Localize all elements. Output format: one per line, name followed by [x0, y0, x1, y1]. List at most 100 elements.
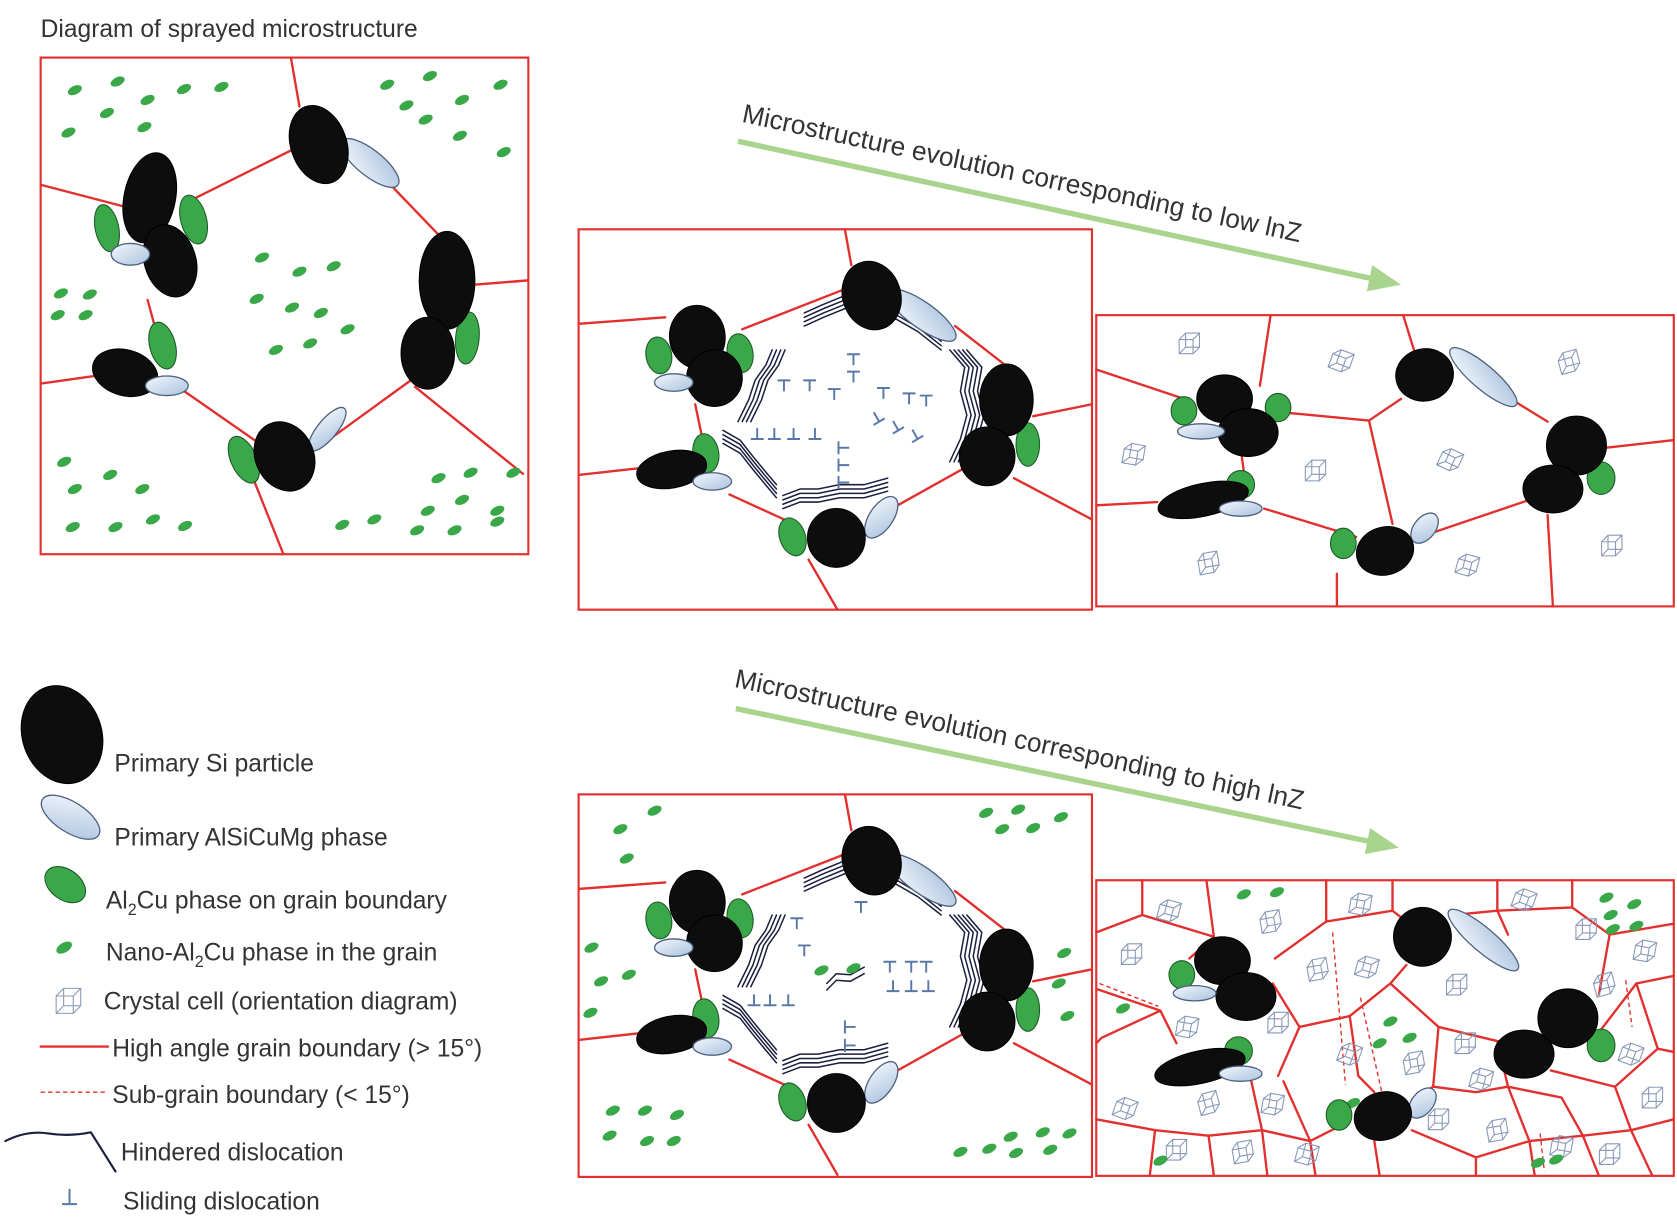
sliding-dislocation [837, 458, 850, 472]
al2cu-boundary-phase [1264, 392, 1292, 423]
crystal-cell-icon [1486, 1117, 1509, 1143]
alsicumg-phase [144, 375, 189, 397]
hindered-dislocation-line [782, 1055, 889, 1075]
nano-al2cu-phase [1603, 909, 1618, 921]
nano-al2cu-phase [410, 525, 425, 536]
nano-al2cu-phase [292, 266, 307, 277]
grain-boundary [39, 374, 96, 385]
si-particle [841, 825, 902, 896]
alsicumg-phase [110, 242, 151, 266]
alsicumg-phase [1449, 347, 1518, 408]
crystal-cell-icon [1510, 888, 1538, 912]
nano-al2cu-phase [1062, 1128, 1077, 1139]
sliding-dislocation [763, 994, 777, 1007]
arrow-low-head [1366, 265, 1402, 292]
nano-al2cu-phase [284, 302, 299, 313]
sliding-dislocation [904, 960, 918, 973]
grain-boundary [1402, 313, 1416, 352]
nano-al2cu-phase [1060, 1011, 1075, 1022]
legend-nano-al2cu-label: Nano-Al2Cu phase in the grain [106, 939, 437, 971]
nano-al2cu-phase [340, 324, 355, 335]
hindered-dislocation-line [722, 442, 778, 499]
si-particle [686, 349, 743, 407]
crystal-cell-icon [1259, 908, 1282, 935]
grain-boundary [1207, 1134, 1216, 1178]
nano-al2cu-phase [1153, 1155, 1168, 1166]
nano-al2cu-phase [303, 338, 318, 349]
hindered-dislocation-line [782, 1051, 889, 1071]
crystal-cell-icon [1197, 1089, 1220, 1117]
nano-al2cu-phase [1269, 887, 1285, 898]
alsicumg-phase [1176, 423, 1226, 440]
crystal-cell-icon [1174, 1015, 1200, 1039]
nano-al2cu-phase [982, 1143, 997, 1154]
sliding-dislocation [797, 944, 811, 957]
nano-al2cu-phase [995, 824, 1010, 835]
diagram-title: Diagram of sprayed microstructure [41, 16, 418, 43]
nano-al2cu-phase [431, 473, 446, 484]
nano-al2cu-phase [78, 310, 93, 321]
sliding-dislocation [921, 980, 935, 993]
sliding-dislocation [843, 1038, 856, 1052]
grain-boundary [1260, 1128, 1269, 1178]
alsicumg-phase [864, 1060, 899, 1104]
nano-al2cu-phase [1009, 1147, 1024, 1159]
si-particle [636, 1014, 708, 1055]
crystal-cell-icon [1231, 1139, 1255, 1165]
si-particle [418, 230, 476, 330]
grain-boundary [289, 56, 301, 108]
sliding-dislocation [843, 1020, 856, 1034]
nano-al2cu-phase [637, 1105, 652, 1116]
nano-al2cu-phase [1599, 892, 1614, 903]
si-particle [1353, 1091, 1412, 1141]
crystal-cell-icon [1353, 955, 1380, 979]
legend-hindered-dislocation-label: Hindered dislocation [121, 1139, 344, 1166]
crystal-cell-icon [1348, 892, 1373, 916]
hindered-dislocation-line [722, 999, 778, 1055]
al2cu-boundary-phase [1329, 527, 1357, 560]
grain-boundary [1095, 500, 1159, 507]
grain-boundary [1511, 398, 1549, 423]
hindered-dislocation-line [722, 438, 778, 495]
legend-si-particle-label: Primary Si particle [114, 750, 313, 777]
sliding-dislocation [781, 994, 795, 1007]
sliding-dislocation [872, 411, 886, 426]
hindered-dislocation-line [750, 914, 786, 988]
nano-al2cu-phase [178, 520, 193, 532]
crystal-cell-icon [1427, 1108, 1450, 1131]
panel-sprayed [39, 56, 530, 556]
crystal-cell-icon [1304, 459, 1327, 482]
si-particle [636, 449, 708, 490]
sub-grain-boundary [1331, 932, 1347, 1085]
sliding-dislocation [847, 353, 860, 366]
si-particle [1395, 348, 1454, 402]
grain-boundary [188, 147, 296, 203]
legend-hindered-dislocation-icon [4, 1131, 117, 1173]
si-particle [1215, 972, 1277, 1021]
al2cu-boundary-phase [645, 901, 673, 940]
grain-boundary [1373, 1139, 1381, 1178]
grain-boundary [1273, 909, 1408, 960]
sliding-dislocation [892, 420, 905, 435]
crystal-cell-icon [1402, 1050, 1426, 1076]
crystal-cell-icon [1260, 1092, 1286, 1116]
legend-crystal-cell-icon [55, 987, 82, 1014]
si-particle [979, 363, 1034, 437]
alsicumg-phase [1172, 985, 1217, 1002]
grain-boundary [178, 386, 256, 442]
si-particle [288, 104, 349, 185]
crystal-cell-icon [1178, 332, 1200, 355]
grain-boundary [1308, 1139, 1317, 1178]
nano-al2cu-phase [1011, 804, 1026, 815]
grain-boundary [694, 403, 703, 436]
grain-boundary [728, 1058, 795, 1091]
crystal-cell-icon [1549, 1135, 1574, 1158]
crystal-cell-icon [1592, 971, 1616, 998]
grain-boundary [577, 316, 667, 326]
si-particle [686, 914, 743, 973]
grain-boundary [577, 881, 667, 891]
hindered-dislocation-line [745, 349, 782, 423]
hindered-dislocation-line [741, 914, 778, 988]
sub-grain-boundary [1099, 982, 1159, 1007]
crystal-cell-icon [1327, 349, 1355, 373]
